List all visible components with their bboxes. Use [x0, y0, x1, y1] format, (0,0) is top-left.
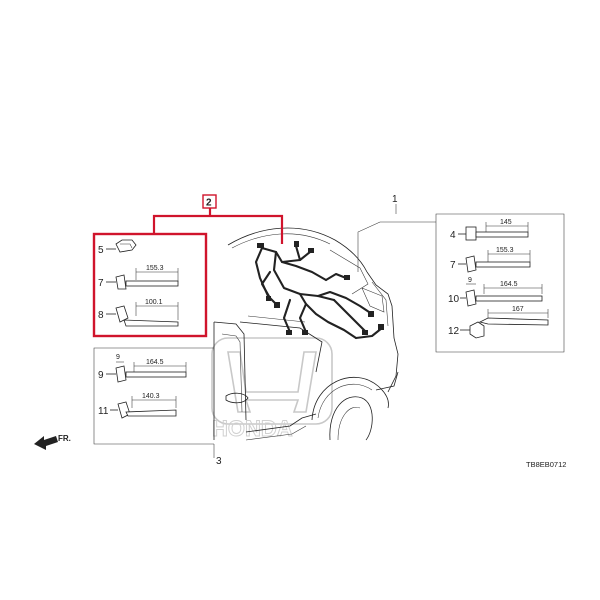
- svg-text:HONDA: HONDA: [212, 416, 293, 441]
- panel-part-3: 3 9 9 164.5 11 140.3: [93, 347, 222, 467]
- callout-8: 8: [98, 310, 104, 321]
- dim-10-small: 9: [468, 277, 472, 284]
- dim-red-8: 100.1: [145, 299, 163, 306]
- callout-10: 10: [448, 294, 460, 305]
- clip-10-icon: [465, 289, 543, 307]
- dim-9-small: 9: [116, 354, 120, 361]
- clip-7-right-icon: [465, 255, 531, 273]
- wire-harness: [254, 241, 384, 340]
- direction-label: FR.: [58, 434, 71, 443]
- callout-11: 11: [98, 406, 109, 417]
- callout-5: 5: [98, 245, 104, 256]
- clip-7-icon: [115, 274, 179, 290]
- clip-9-icon: [115, 365, 187, 383]
- dim-right-10: 164.5: [500, 281, 518, 288]
- clip-4-icon: [465, 226, 529, 241]
- front-direction-arrow: FR.: [34, 434, 71, 450]
- panel-part-1: 1 4 145 7 155.3 10 9: [357, 194, 565, 353]
- clip-12-icon: [469, 317, 549, 339]
- dim-right-4: 145: [500, 219, 512, 226]
- callout-9-left: 9: [98, 370, 104, 381]
- callout-1: 1: [392, 194, 398, 205]
- car-body: [213, 227, 399, 441]
- dim-left-11: 140.3: [142, 393, 160, 400]
- clip-8-icon: [115, 305, 179, 327]
- dim-red-7: 155.3: [146, 265, 164, 272]
- callout-4: 4: [450, 230, 456, 241]
- group-2-highlight: 2 5 7 155.3 8 100.1: [92, 194, 284, 338]
- dim-right-7: 155.3: [496, 247, 514, 254]
- dim-right-12: 167: [512, 306, 524, 313]
- clip-5-icon: [115, 239, 137, 253]
- dim-left-9: 164.5: [146, 359, 164, 366]
- callout-7-right: 7: [450, 260, 456, 271]
- callout-7-red: 7: [98, 278, 104, 289]
- clip-11-icon: [117, 401, 177, 419]
- arrow-left-icon: [34, 436, 58, 450]
- diagram-code: TB8EB0712: [526, 460, 566, 469]
- honda-watermark: HONDA: [211, 337, 333, 442]
- callout-12: 12: [448, 326, 460, 337]
- group-label-2: 2: [206, 198, 212, 209]
- callout-3: 3: [216, 456, 222, 467]
